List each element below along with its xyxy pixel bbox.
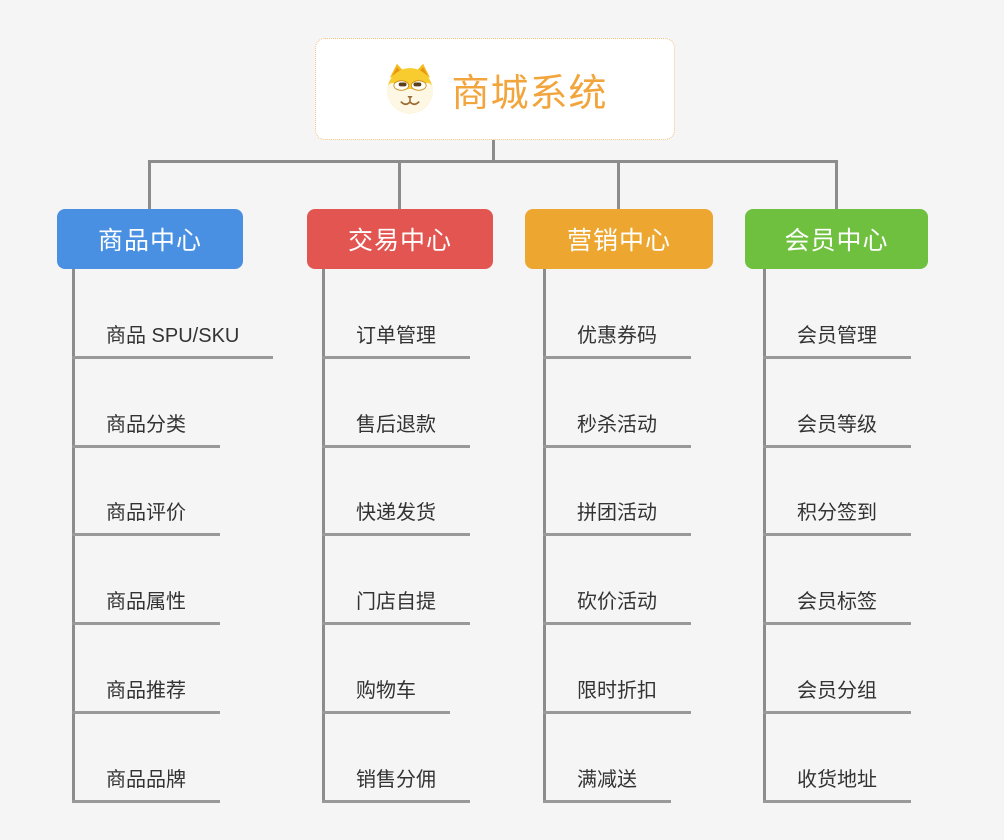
mindmap-node[interactable]: 商品 SPU/SKU bbox=[72, 322, 274, 359]
connector-branch-stub bbox=[148, 160, 151, 210]
mindmap-node[interactable]: 门店自提 bbox=[322, 588, 470, 625]
mindmap-node[interactable]: 商品推荐 bbox=[72, 677, 220, 714]
mindmap-node[interactable]: 会员等级 bbox=[763, 411, 911, 448]
connector-horizontal-line bbox=[148, 160, 838, 163]
connector-branch-stub bbox=[617, 160, 620, 210]
mindmap-node[interactable]: 砍价活动 bbox=[543, 588, 691, 625]
shiba-dog-icon bbox=[382, 62, 438, 116]
connector-root-stub bbox=[492, 140, 495, 163]
mindmap-node[interactable]: 会员分组 bbox=[763, 677, 911, 714]
mindmap-node[interactable]: 秒杀活动 bbox=[543, 411, 691, 448]
branch-column-member: 会员管理 会员等级 积分签到 会员标签 会员分组 收货地址 bbox=[763, 269, 1003, 809]
branch-header-trade-center[interactable]: 交易中心 bbox=[307, 209, 493, 269]
mindmap-node[interactable]: 订单管理 bbox=[322, 322, 470, 359]
branch-header-member-center[interactable]: 会员中心 bbox=[745, 209, 928, 269]
root-node[interactable]: 商城系统 bbox=[315, 38, 675, 140]
mindmap-node[interactable]: 商品评价 bbox=[72, 499, 220, 536]
branch-column-marketing: 优惠券码 秒杀活动 拼团活动 砍价活动 限时折扣 满减送 bbox=[543, 269, 783, 809]
mindmap-node[interactable]: 售后退款 bbox=[322, 411, 470, 448]
mindmap-node[interactable]: 会员管理 bbox=[763, 322, 911, 359]
connector-branch-stub bbox=[398, 160, 401, 210]
mindmap-node[interactable]: 拼团活动 bbox=[543, 499, 691, 536]
mindmap-node[interactable]: 满减送 bbox=[543, 766, 671, 803]
mindmap-node[interactable]: 限时折扣 bbox=[543, 677, 691, 714]
mindmap-node[interactable]: 收货地址 bbox=[763, 766, 911, 803]
mindmap-node[interactable]: 优惠券码 bbox=[543, 322, 691, 359]
root-title: 商城系统 bbox=[451, 72, 608, 115]
connector-branch-stub bbox=[835, 160, 838, 210]
branch-header-product-center[interactable]: 商品中心 bbox=[57, 209, 243, 269]
mindmap-node[interactable]: 积分签到 bbox=[763, 499, 911, 536]
mindmap-node[interactable]: 商品品牌 bbox=[72, 766, 220, 803]
mindmap-node[interactable]: 快递发货 bbox=[322, 499, 470, 536]
branch-column-product: 商品 SPU/SKU 商品分类 商品评价 商品属性 商品推荐 商品品牌 bbox=[72, 269, 312, 809]
branch-header-marketing-center[interactable]: 营销中心 bbox=[525, 209, 713, 269]
mindmap-node[interactable]: 销售分佣 bbox=[322, 766, 470, 803]
branch-column-trade: 订单管理 售后退款 快递发货 门店自提 购物车 销售分佣 bbox=[322, 269, 562, 809]
mindmap-node[interactable]: 商品属性 bbox=[72, 588, 220, 625]
mindmap-node[interactable]: 商品分类 bbox=[72, 411, 220, 448]
mindmap-node[interactable]: 购物车 bbox=[322, 677, 450, 714]
mindmap-node[interactable]: 会员标签 bbox=[763, 588, 911, 625]
